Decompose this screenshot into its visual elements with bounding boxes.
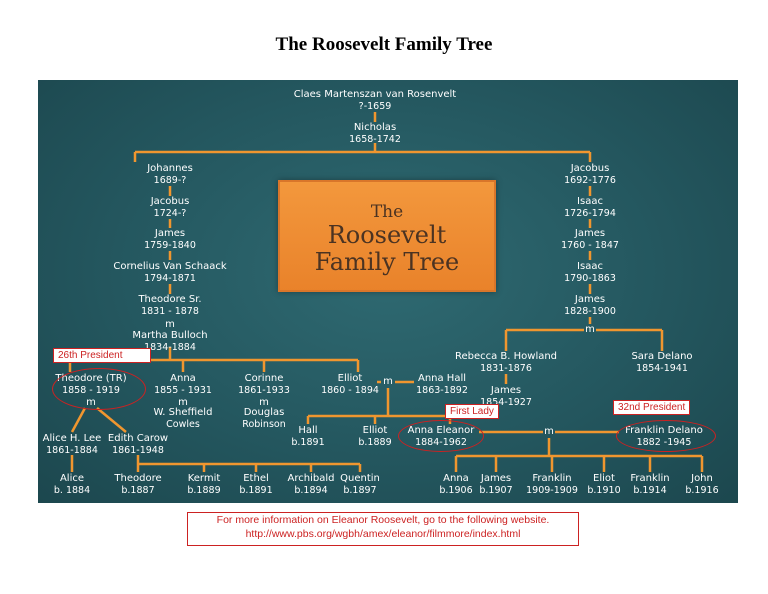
marriage-symbol-eleanor: m — [544, 426, 554, 437]
info-url-link[interactable]: http://www.pbs.org/wgbh/amex/eleanor/fil… — [245, 528, 521, 540]
page-title: The Roosevelt Family Tree — [275, 34, 493, 55]
family-tree-diagram: The Roosevelt Family Tree Claes Martensz… — [38, 80, 738, 503]
info-text: For more information on Eleanor Roosevel… — [216, 514, 550, 526]
label-first-lady: First Lady — [445, 404, 499, 419]
marriage-symbol-elliot: m — [383, 376, 393, 387]
marriage-symbol-anna: m — [178, 397, 188, 408]
node-claes: Claes Martenszan van Rosenvelt?-1659 — [293, 89, 457, 112]
info-box: For more information on Eleanor Roosevel… — [187, 512, 579, 546]
marriage-symbol-theodore-sr: m — [165, 319, 175, 330]
highlight-ring-fdr — [616, 420, 716, 452]
center-title-line2: Roosevelt — [327, 221, 447, 249]
center-title-line3: Family Tree — [314, 248, 460, 276]
center-title-box: The Roosevelt Family Tree — [278, 180, 496, 292]
label-26th-president: 26th President — [53, 348, 151, 363]
marriage-symbol-corinne: m — [259, 397, 269, 408]
highlight-ring-tr — [52, 368, 146, 410]
highlight-ring-eleanor — [398, 420, 484, 452]
node-theodore-sr: Theodore Sr.1831 - 1878 — [138, 294, 202, 317]
center-title-line1: The — [370, 202, 404, 222]
label-32nd-president: 32nd President — [613, 400, 691, 415]
marriage-symbol-james: m — [585, 324, 595, 335]
